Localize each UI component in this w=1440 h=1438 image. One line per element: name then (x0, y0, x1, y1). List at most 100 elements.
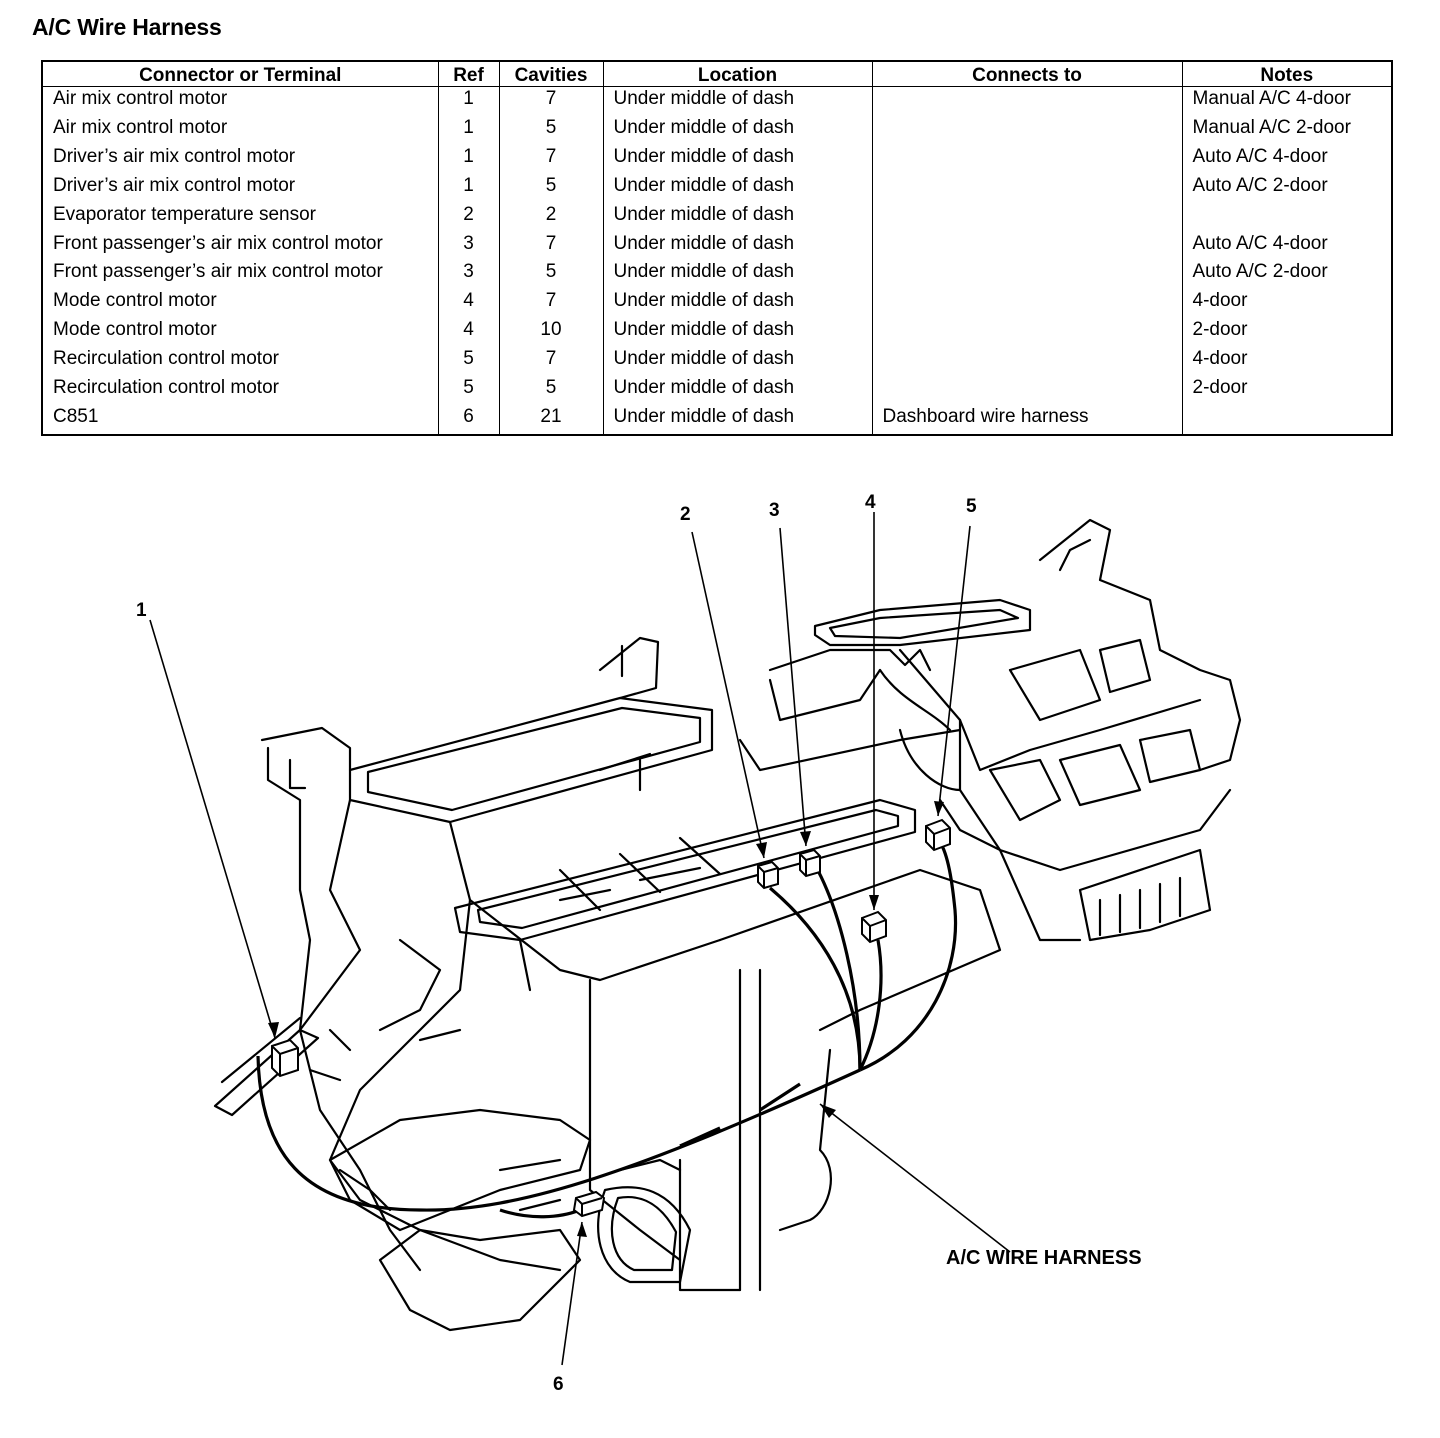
cell-cavities: 5 (498, 260, 603, 290)
wire-harness (256, 841, 958, 1219)
cell-notes: Manual A/C 2-door (1181, 116, 1392, 145)
callout-6: 6 (553, 1374, 564, 1395)
cell-connects-to (871, 318, 1182, 347)
cell-connects-to (871, 86, 1182, 116)
cell-location: Under middle of dash (602, 260, 872, 290)
leader-lines (149, 512, 1011, 1366)
cell-notes: Auto A/C 2-door (1181, 173, 1392, 203)
cell-location: Under middle of dash (602, 173, 872, 203)
connector-4 (861, 910, 887, 944)
cell-connects-to (871, 289, 1182, 319)
connector-2 (757, 860, 779, 890)
connector-6 (572, 1190, 606, 1218)
callout-4: 4 (865, 492, 876, 513)
cell-notes: Auto A/C 4-door (1181, 144, 1392, 174)
cell-ref: 2 (437, 202, 499, 232)
cell-ref: 6 (437, 404, 499, 434)
header-notes: Notes (1181, 61, 1392, 87)
cell-location: Under middle of dash (602, 318, 872, 347)
callout-1: 1 (136, 600, 147, 621)
filler-cell (602, 433, 872, 435)
cell-ref: 3 (437, 231, 499, 261)
leader-arrowheads (268, 801, 944, 1237)
filler-cell (498, 433, 603, 435)
cell-connects-to (871, 231, 1182, 261)
cell-notes: Manual A/C 4-door (1181, 86, 1392, 116)
cell-cavities: 5 (498, 173, 603, 203)
cell-cavities: 7 (498, 289, 603, 319)
cell-connector: Driver’s air mix control motor (53, 145, 296, 167)
callout-2: 2 (680, 504, 691, 525)
cell-cavities: 7 (498, 86, 603, 116)
cell-cavities: 2 (498, 202, 603, 232)
cell-notes: Auto A/C 2-door (1181, 260, 1392, 290)
cell-location: Under middle of dash (602, 231, 872, 261)
cell-cavities: 5 (498, 116, 603, 145)
cell-location: Under middle of dash (602, 347, 872, 376)
connectors (271, 818, 951, 1218)
header-connects-to: Connects to (871, 61, 1182, 87)
cell-connects-to (871, 116, 1182, 145)
cell-connector: Air mix control motor (53, 88, 228, 109)
cell-cavities: 21 (498, 404, 603, 434)
filler-cell (1181, 433, 1392, 435)
cell-cavities: 5 (498, 375, 603, 405)
cell-location: Under middle of dash (602, 144, 872, 174)
connector-1 (271, 1038, 299, 1078)
header-ref: Ref (437, 61, 499, 87)
table-row: Front passenger’s air mix control motor 3… (42, 231, 1392, 261)
cell-connects-to: Dashboard wire harness (871, 404, 1182, 434)
cell-notes: 2-door (1181, 375, 1392, 405)
cell-location: Under middle of dash (602, 404, 872, 434)
cell-location: Under middle of dash (602, 375, 872, 405)
connector-5 (925, 818, 951, 852)
header-cavities: Cavities (498, 61, 603, 87)
cell-notes (1181, 202, 1392, 232)
cell-connector: Air mix control motor (53, 117, 228, 138)
callout-5: 5 (966, 496, 977, 517)
cell-ref: 1 (437, 116, 499, 145)
cell-connector: Front passenger’s air mix control motor (53, 232, 383, 254)
cell-ref: 5 (437, 347, 499, 376)
cell-connector: C851 (53, 405, 99, 427)
cell-cavities: 10 (498, 318, 603, 347)
cell-connects-to (871, 144, 1182, 174)
callout-3: 3 (769, 500, 780, 521)
cell-ref: 1 (437, 173, 499, 203)
cell-notes: 2-door (1181, 318, 1392, 347)
table-header-row: Connector or Terminal Ref Cavities Locat… (42, 61, 1392, 87)
cell-ref: 1 (437, 144, 499, 174)
cell-connects-to (871, 347, 1182, 376)
cell-connects-to (871, 202, 1182, 232)
filler-cell (871, 433, 1182, 435)
cell-connects-to (871, 173, 1182, 203)
cell-location: Under middle of dash (602, 116, 872, 145)
cell-ref: 5 (437, 375, 499, 405)
filler-cell (437, 433, 499, 435)
cell-notes (1181, 404, 1392, 434)
cell-connector: Recirculation control motor (53, 348, 279, 369)
cell-ref: 4 (437, 318, 499, 347)
cell-connector: Mode control motor (53, 319, 217, 341)
cell-ref: 1 (437, 86, 499, 116)
cell-connector: Driver’s air mix control motor (53, 174, 296, 196)
table-filler-row (42, 433, 1392, 435)
cell-cavities: 7 (498, 347, 603, 376)
cell-cavities: 7 (498, 144, 603, 174)
cell-connector: Recirculation control motor (53, 376, 279, 398)
cell-location: Under middle of dash (602, 289, 872, 319)
cell-connector: Evaporator temperature sensor (53, 203, 316, 225)
cell-cavities: 7 (498, 231, 603, 261)
cell-location: Under middle of dash (602, 86, 872, 116)
page-title: A/C Wire Harness (32, 14, 222, 40)
header-connector: Connector or Terminal (42, 61, 438, 87)
cell-ref: 3 (437, 260, 499, 290)
cell-connects-to (871, 260, 1182, 290)
